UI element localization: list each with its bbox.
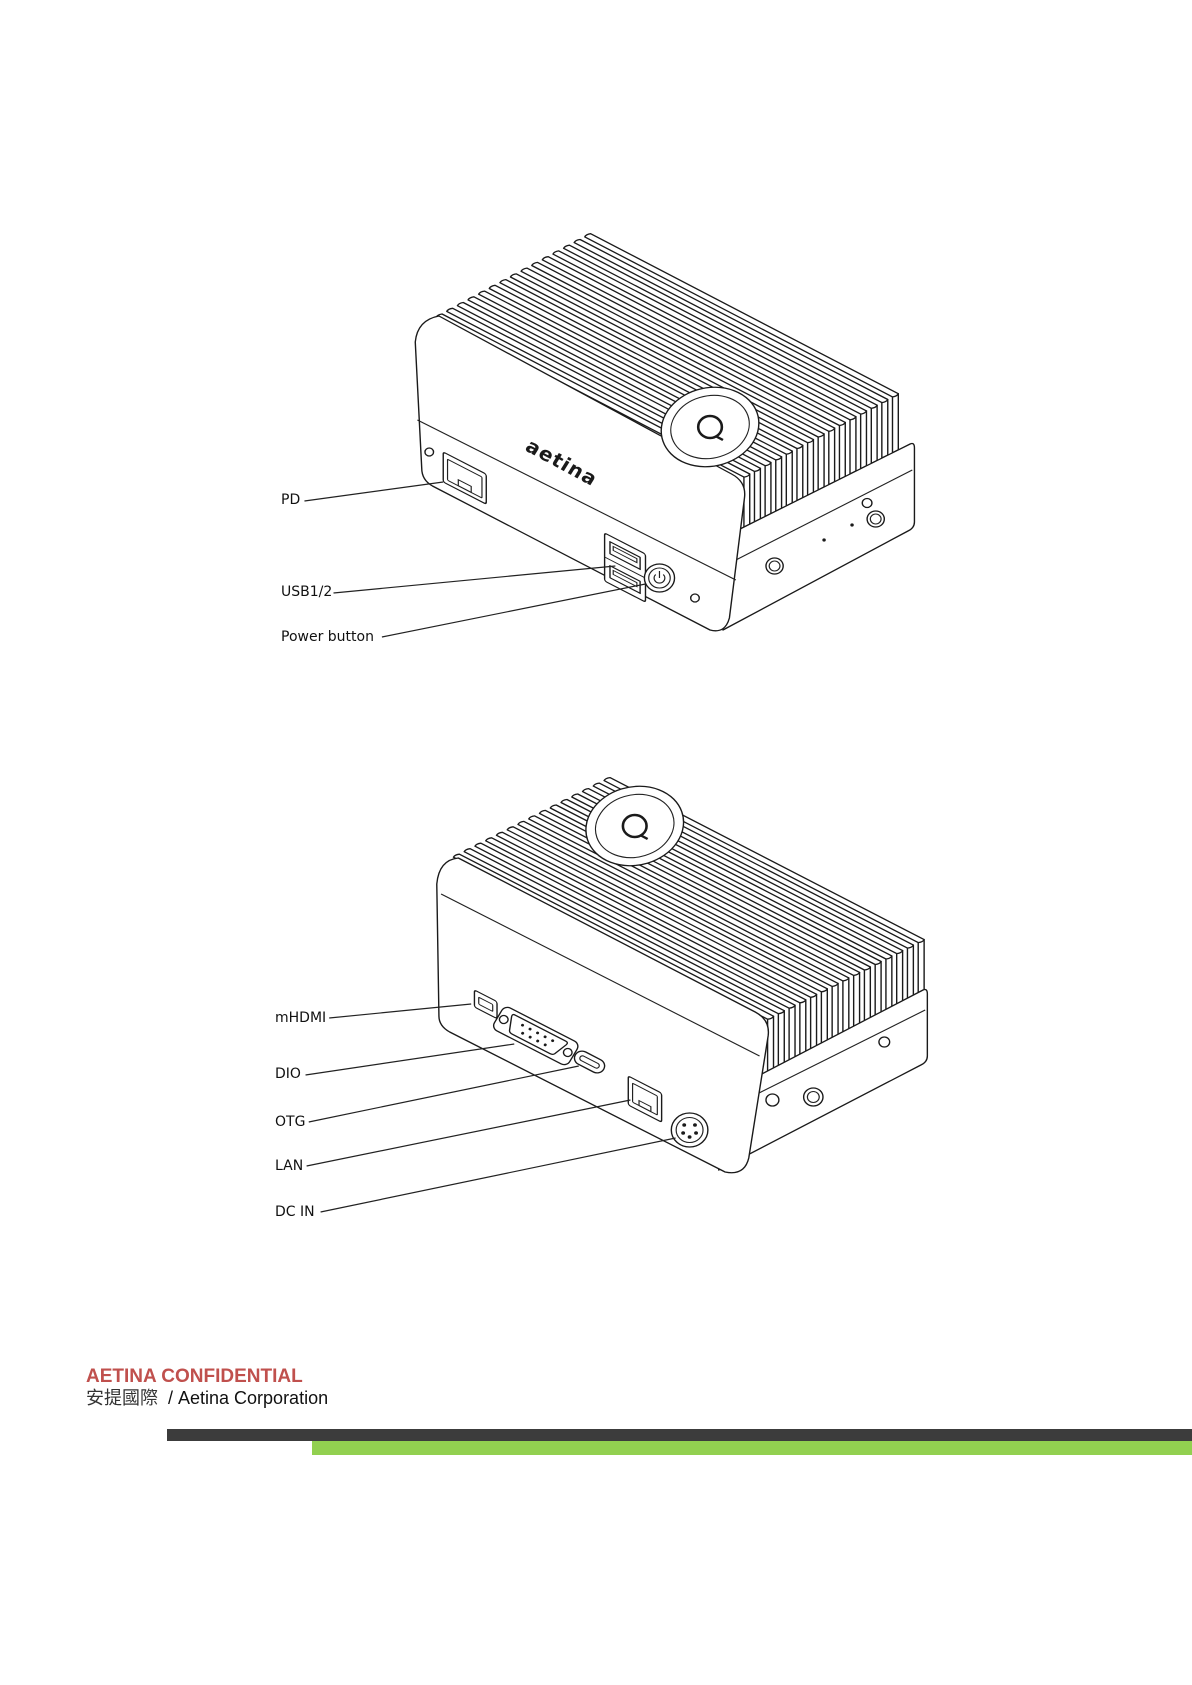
- dc-in-jack: [671, 1113, 708, 1147]
- lan-leader-line: [307, 1100, 631, 1166]
- heatsink-fin-profile: [811, 994, 817, 1049]
- heatsink-fin-profile: [754, 468, 760, 522]
- callout-label-dio: DIO: [275, 1067, 301, 1081]
- dc-in-pin: [694, 1131, 698, 1135]
- heatsink-fin-profile: [882, 400, 888, 459]
- side-jack: [867, 511, 884, 527]
- status-led: [850, 523, 853, 526]
- heatsink-fin-profile: [776, 457, 782, 511]
- company-name-english: / Aetina Corporation: [168, 1388, 328, 1408]
- heatsink-fin-profile: [808, 440, 814, 496]
- bottom-device-drawing: [306, 775, 928, 1212]
- heatsink-fin-profile: [850, 417, 856, 474]
- confidential-label: AETINA CONFIDENTIAL: [86, 1367, 303, 1386]
- heatsink-fin-profile: [907, 945, 913, 1000]
- side-jack: [766, 558, 783, 574]
- dio-leader-line: [306, 1044, 515, 1075]
- heatsink-fin-profile: [854, 972, 860, 1027]
- heatsink-fin-profile: [886, 956, 892, 1011]
- power-button: [644, 564, 674, 592]
- heatsink-fin-profile: [765, 463, 771, 517]
- heatsink-fin-profile: [897, 951, 903, 1006]
- heatsink-fin-profile: [892, 394, 898, 453]
- callout-label-lan: LAN: [275, 1159, 303, 1173]
- front-screw-hole: [425, 448, 434, 456]
- status-led: [822, 538, 825, 541]
- dc-in-pin: [693, 1123, 697, 1127]
- heatsink-fin-profile: [800, 1000, 806, 1055]
- callout-label-pd: PD: [281, 493, 300, 507]
- heatsink-fin-profile: [843, 978, 849, 1033]
- footer-bar-dark: [167, 1429, 1192, 1441]
- heatsink-fin-profile: [871, 405, 877, 463]
- heatsink-fin-profile: [818, 434, 824, 490]
- heatsink-fin-profile: [778, 1011, 784, 1066]
- usb-leader-line: [334, 566, 616, 593]
- dc-in-leader-line: [321, 1138, 676, 1212]
- dc-in-pin: [681, 1131, 685, 1135]
- dc-in-pin: [688, 1135, 692, 1139]
- company-name: 安提國際 / Aetina Corporation: [86, 1389, 328, 1407]
- callout-label-otg: OTG: [275, 1115, 305, 1129]
- heatsink-fin-profile: [797, 445, 803, 500]
- top-device-drawing: aetina: [304, 234, 914, 637]
- callout-label-mhdmi: mHDMI: [275, 1011, 326, 1025]
- front-screw-hole: [691, 594, 700, 602]
- heatsink-fin-profile: [768, 1016, 774, 1071]
- heatsink-fin-profile: [832, 983, 838, 1038]
- callout-label-dc-in: DC IN: [275, 1205, 315, 1219]
- heatsink-fin-profile: [875, 962, 881, 1017]
- dc-in-outer-ring: [671, 1113, 708, 1147]
- heatsink-fin-profile: [918, 940, 924, 995]
- callout-label-power-button: Power button: [281, 630, 374, 644]
- heatsink-fin-profile: [864, 967, 870, 1022]
- device-illustrations: aetina: [0, 0, 1192, 1300]
- side-jack: [804, 1088, 823, 1106]
- dc-in-pin: [682, 1123, 686, 1127]
- side-screw-hole: [766, 1094, 779, 1106]
- heatsink-fin-profile: [786, 451, 792, 506]
- heatsink-fin-profile: [861, 411, 867, 469]
- footer-bar-accent: [312, 1441, 1192, 1455]
- power-button-leader-line: [382, 584, 646, 637]
- heatsink-fin-profile: [829, 428, 835, 485]
- company-name-chinese: 安提國際: [86, 1388, 158, 1408]
- heatsink-fin-profile: [789, 1005, 795, 1060]
- callout-label-usb: USB1/2: [281, 585, 332, 599]
- heatsink-fin-profile: [821, 989, 827, 1044]
- pd-leader-line: [304, 482, 443, 501]
- otg-leader-line: [309, 1066, 579, 1122]
- side-screw-hole: [879, 1037, 890, 1047]
- heatsink-fin-profile: [839, 422, 845, 479]
- side-screw-hole: [862, 499, 872, 508]
